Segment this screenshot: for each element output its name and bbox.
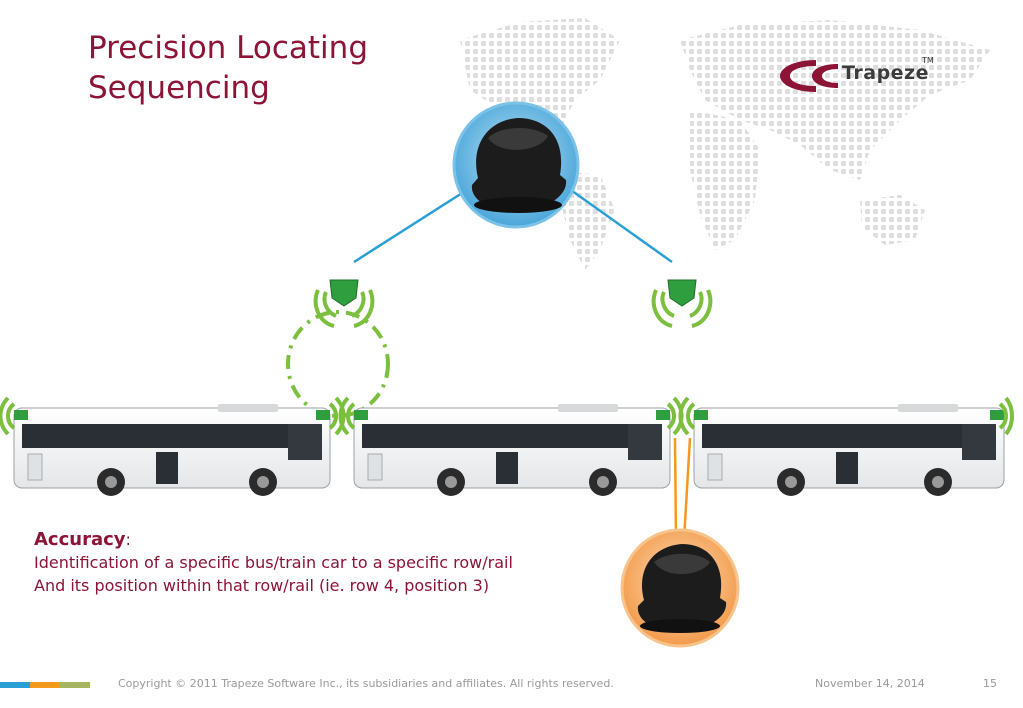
accuracy-block: Accuracy: Identification of a specific b… — [34, 528, 634, 597]
lower-reader-link-1 — [673, 437, 678, 541]
brand-trademark: TM — [922, 56, 934, 65]
ground-reader-icon — [620, 528, 740, 648]
footer-bar-orange — [30, 682, 60, 688]
trapeze-logo-icon — [780, 60, 838, 92]
footer-bar-green — [60, 682, 90, 688]
lower-reader-link-2 — [682, 437, 692, 541]
bus-2 — [353, 404, 671, 496]
page-title: Precision Locating Sequencing — [88, 28, 368, 108]
reader-link-left — [353, 186, 471, 264]
bus-1 — [13, 404, 331, 496]
copyright-text: Copyright © 2011 Trapeze Software Inc., … — [118, 677, 614, 690]
title-line-1: Precision Locating — [88, 30, 368, 66]
accuracy-line-2: And its position within that row/rail (i… — [34, 576, 490, 595]
brand-name: Trapeze — [842, 62, 929, 84]
footer-bar-blue — [0, 682, 30, 688]
accuracy-line-1: Identification of a specific bus/train c… — [34, 553, 513, 572]
title-line-2: Sequencing — [88, 70, 270, 106]
tag-receiver-right-icon — [651, 279, 713, 328]
accuracy-heading: Accuracy — [34, 529, 126, 550]
signal-loop — [286, 310, 390, 418]
reader-link-right — [567, 186, 673, 264]
overhead-reader-icon — [452, 101, 580, 229]
page-number: 15 — [983, 677, 997, 690]
accuracy-colon: : — [125, 530, 131, 549]
tag-receiver-left-icon — [313, 279, 375, 328]
bus-signal-arcs — [0, 396, 1014, 436]
bus-3 — [693, 404, 1005, 496]
slide-date: November 14, 2014 — [815, 677, 925, 690]
